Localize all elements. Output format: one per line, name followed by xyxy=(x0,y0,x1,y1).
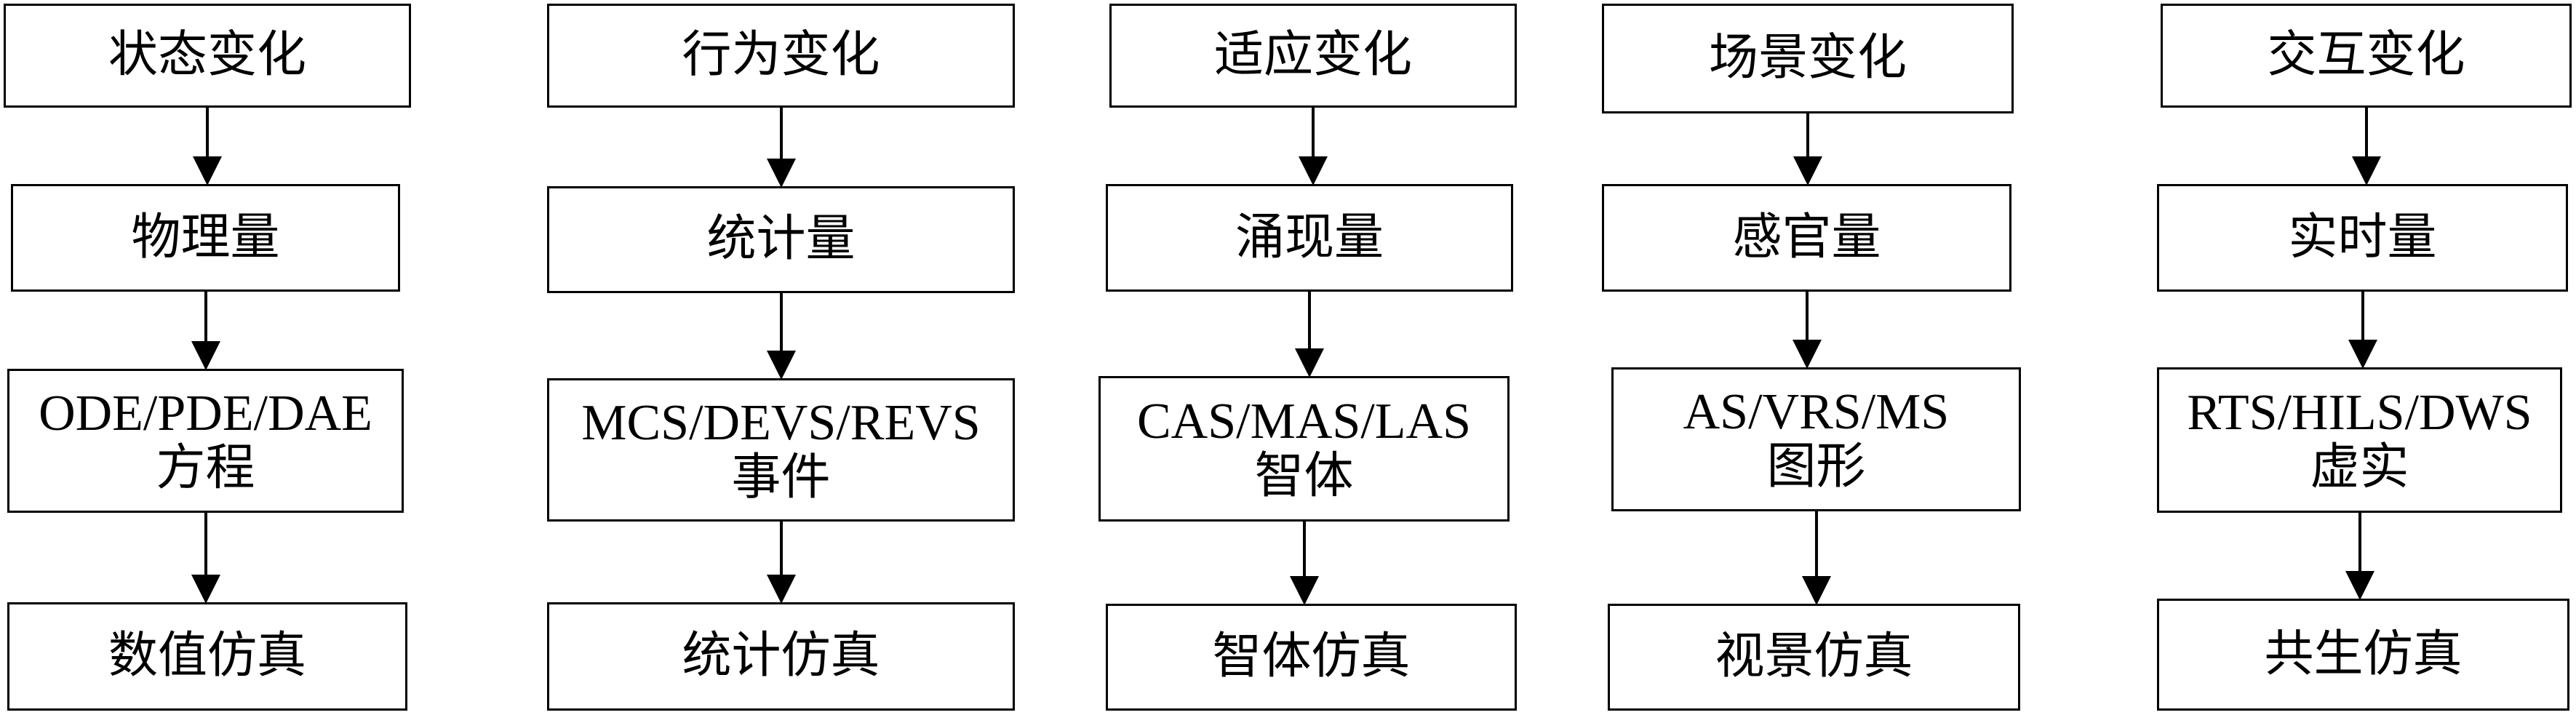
node-label: 交互变化 xyxy=(2267,26,2465,84)
node-adaptation-4: 智体仿真 xyxy=(1106,604,1517,711)
node-label: 智体仿真 xyxy=(1212,628,1411,686)
node-label: ODE/PDE/DAE xyxy=(39,386,372,442)
node-label: 感官量 xyxy=(1732,208,1881,266)
node-label: 实时量 xyxy=(2288,208,2437,266)
node-adaptation-1: 适应变化 xyxy=(1109,4,1517,108)
node-label: 视景仿真 xyxy=(1715,628,1913,686)
node-behavior-2: 统计量 xyxy=(547,186,1015,293)
node-adaptation-2: 涌现量 xyxy=(1106,184,1513,292)
node-label: CAS/MAS/LAS xyxy=(1136,394,1472,450)
node-interaction-1: 交互变化 xyxy=(2161,4,2572,108)
node-label: 物理量 xyxy=(131,208,280,266)
node-label: 适应变化 xyxy=(1213,26,1412,84)
node-label: 统计量 xyxy=(706,210,856,268)
node-state-2: 物理量 xyxy=(11,184,400,292)
node-behavior-1: 行为变化 xyxy=(547,4,1015,108)
node-label: 场景变化 xyxy=(1708,29,1907,87)
node-scene-2: 感官量 xyxy=(1602,184,2011,292)
node-interaction-2: 实时量 xyxy=(2157,184,2568,292)
node-label: 事件 xyxy=(731,448,831,506)
node-label: 统计仿真 xyxy=(682,627,880,685)
node-scene-1: 场景变化 xyxy=(1602,4,2014,113)
node-state-1: 状态变化 xyxy=(4,4,411,108)
node-label: RTS/HILS/DWS xyxy=(2187,385,2532,442)
node-label: 行为变化 xyxy=(682,26,880,84)
node-interaction-4: 共生仿真 xyxy=(2157,599,2569,711)
node-label: 数值仿真 xyxy=(108,627,306,685)
node-label: AS/VRS/MS xyxy=(1683,384,1950,441)
node-label: 共生仿真 xyxy=(2264,625,2463,683)
node-label: 智体 xyxy=(1254,447,1354,506)
node-behavior-4: 统计仿真 xyxy=(547,602,1015,711)
node-label: 方程 xyxy=(156,439,255,498)
node-label: 图形 xyxy=(1766,438,1866,496)
node-label: 涌现量 xyxy=(1235,208,1384,266)
node-label: MCS/DEVS/REVS xyxy=(581,394,981,451)
node-label: 虚实 xyxy=(2310,439,2409,497)
node-state-4: 数值仿真 xyxy=(7,602,407,711)
node-scene-4: 视景仿真 xyxy=(1608,604,2020,711)
node-label: 状态变化 xyxy=(108,26,306,84)
